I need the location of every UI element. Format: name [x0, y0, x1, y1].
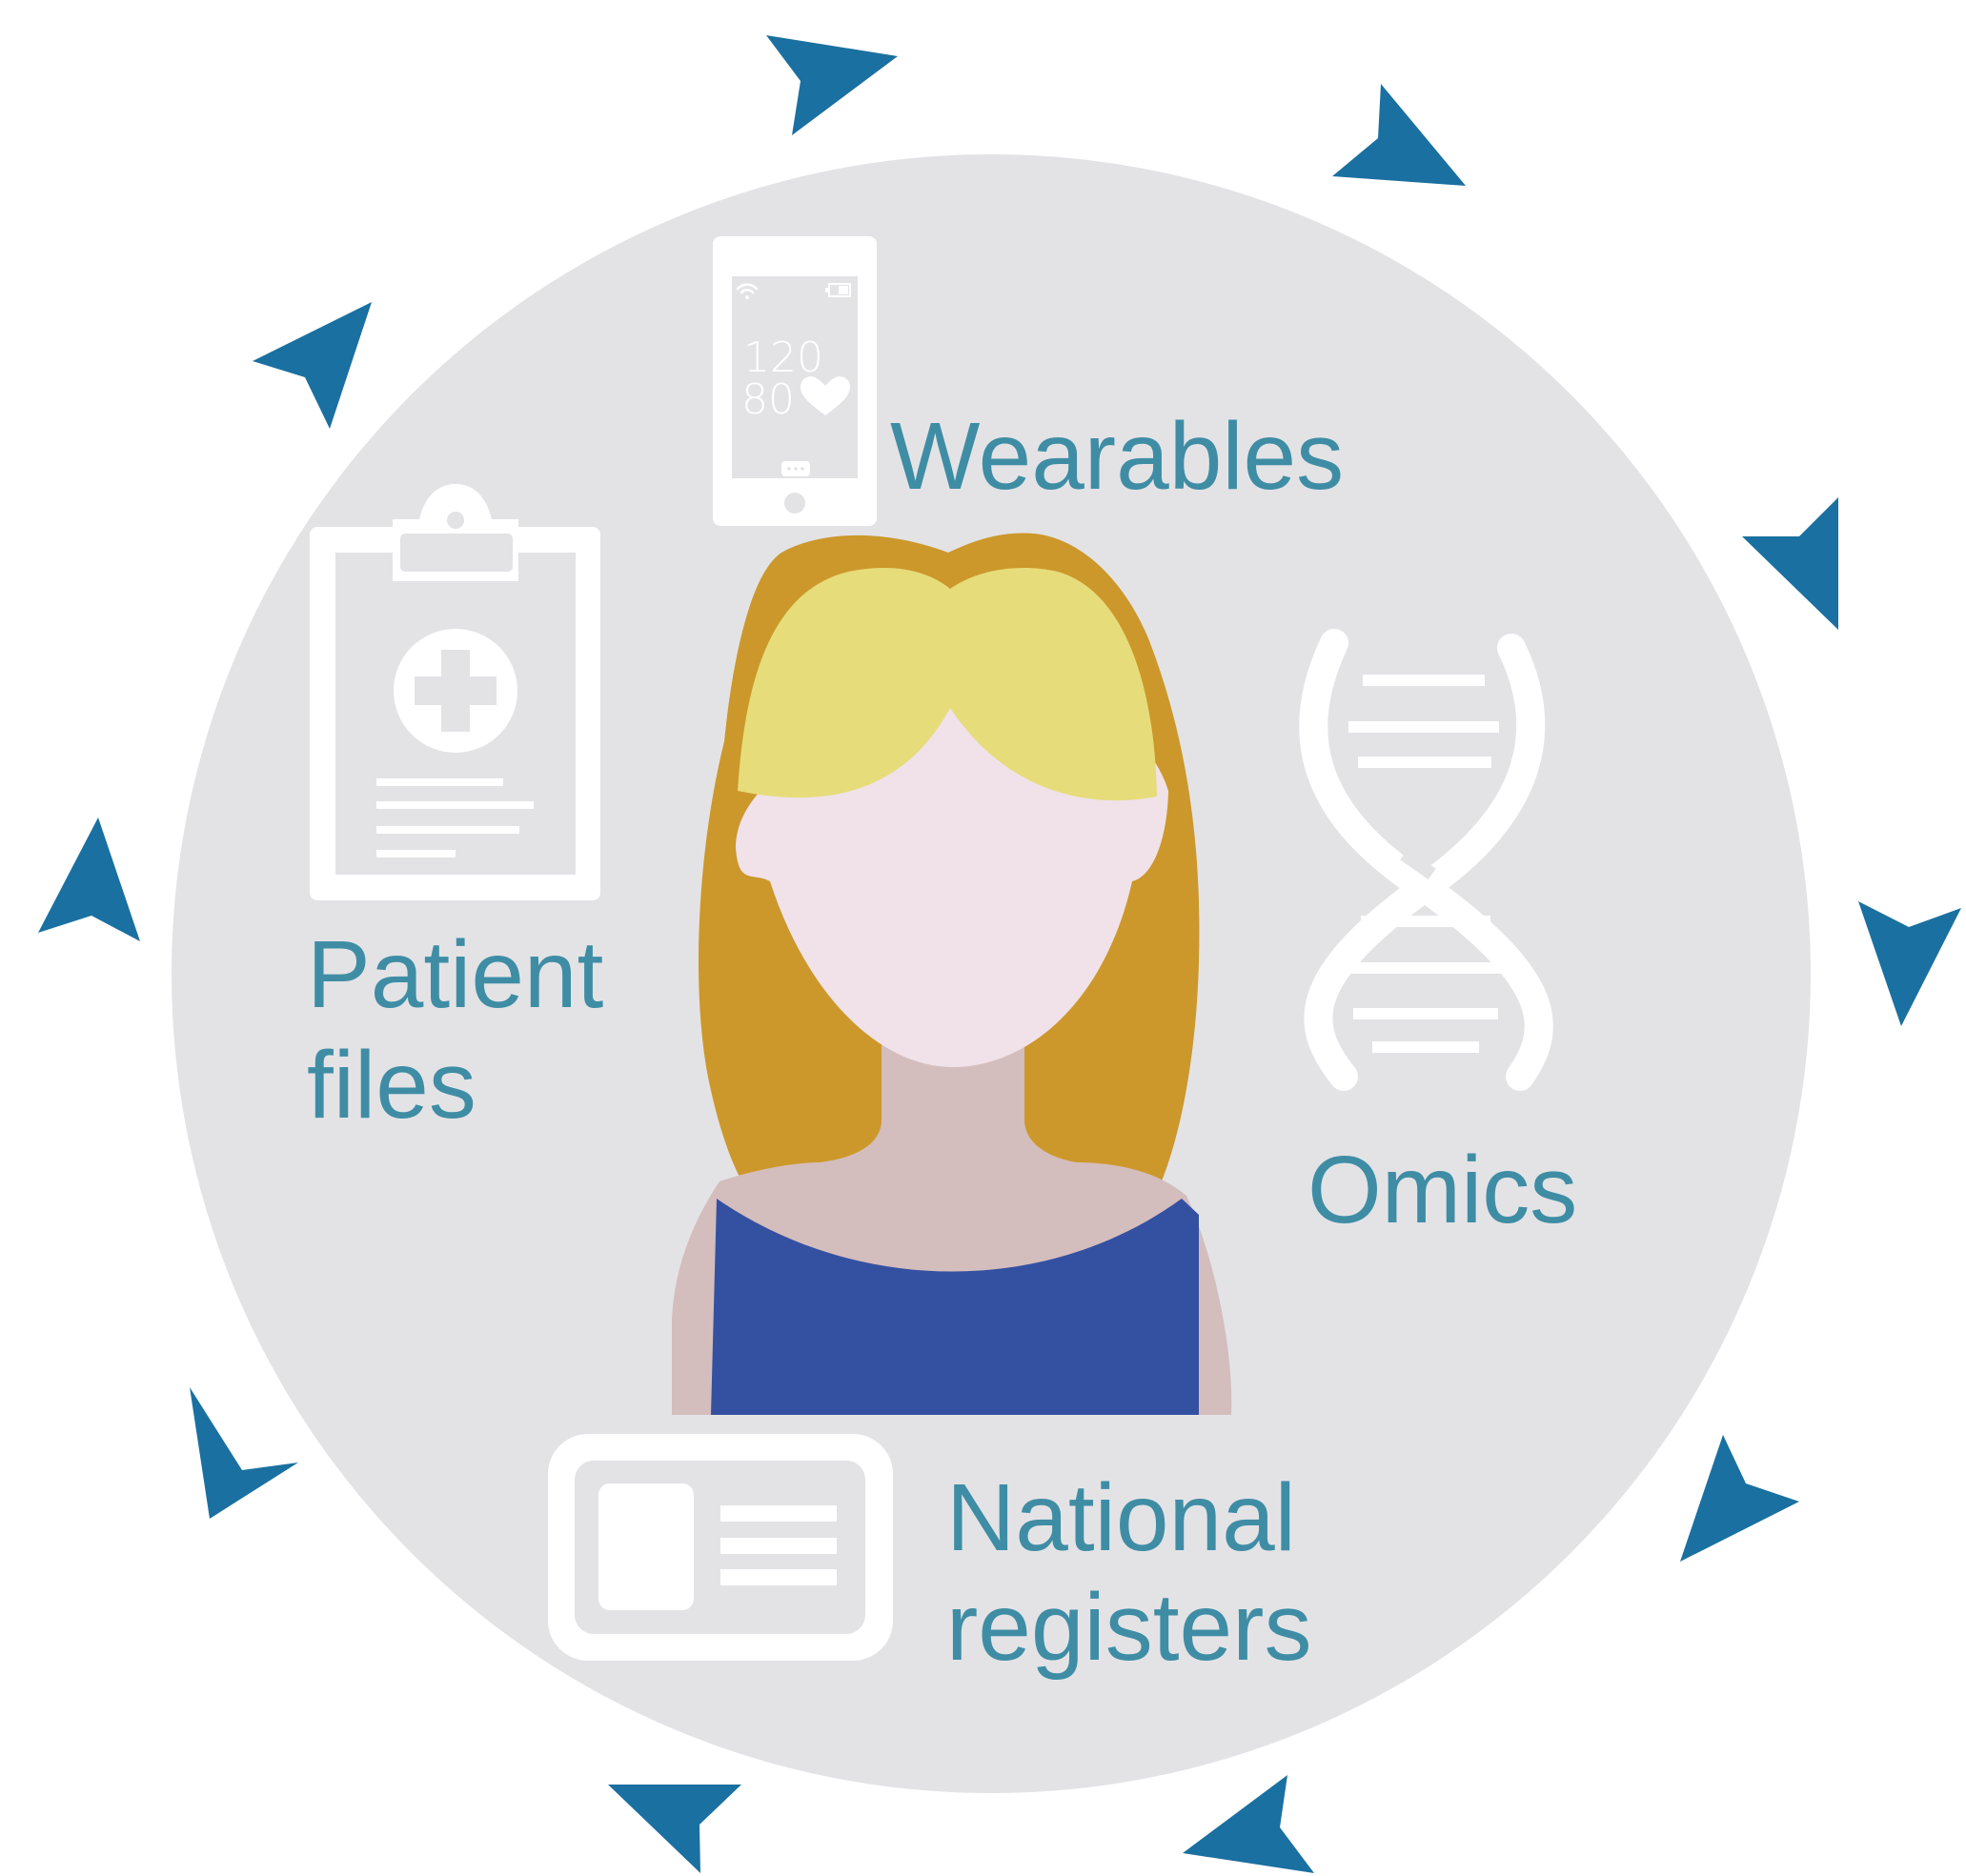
arrowhead-icon — [1858, 901, 1961, 1026]
arrowhead-icon — [190, 1387, 298, 1519]
text-line — [376, 801, 534, 809]
battery-tip — [825, 288, 828, 292]
dna-rungs — [1348, 675, 1503, 1053]
id-card-icon — [548, 1434, 893, 1661]
label-registers-line1: National — [946, 1464, 1296, 1571]
label-registers-line2: registers — [946, 1574, 1311, 1681]
arrowhead-icon — [38, 817, 140, 941]
labels: Wearables Patient files Omics National r… — [307, 403, 1577, 1681]
clipboard-hole — [447, 512, 464, 529]
clipboard-medical-icon — [310, 484, 600, 900]
dna-crossing-gap — [1400, 848, 1436, 880]
medical-cross-icon — [415, 650, 497, 732]
text-line — [376, 826, 519, 834]
phone-home-button — [784, 493, 805, 514]
dna-rung — [1348, 721, 1499, 733]
arrowhead-icon — [1183, 1775, 1314, 1873]
label-wearables: Wearables — [890, 403, 1344, 510]
text-lines — [376, 778, 534, 857]
label-patient-files-line2: files — [307, 1032, 476, 1139]
woman-avatar-icon — [672, 533, 1232, 1415]
dna-rung — [1348, 962, 1503, 974]
dna-rung — [1353, 1008, 1498, 1019]
wifi-icon — [736, 283, 759, 294]
arrowhead-icon — [1742, 497, 1838, 630]
arrowhead-icon — [608, 1785, 741, 1873]
text-line — [376, 850, 456, 857]
label-omics: Omics — [1307, 1137, 1577, 1243]
card-photo — [598, 1483, 694, 1610]
dna-rung — [1358, 756, 1491, 768]
text-line — [376, 778, 503, 786]
systolic-value: 120 — [743, 333, 823, 382]
wifi-dot — [745, 295, 749, 299]
dot — [794, 467, 798, 471]
smartphone-health-icon: 120 80 — [713, 236, 877, 526]
hair-fringe — [738, 568, 1157, 801]
heart-icon — [801, 376, 850, 415]
dna-strands — [1299, 629, 1553, 1091]
card-line — [720, 1569, 837, 1585]
dna-rung — [1363, 675, 1485, 686]
label-patient-files-line1: Patient — [307, 921, 604, 1028]
orbit-arrows — [38, 35, 1961, 1873]
dot — [787, 467, 791, 471]
diastolic-value: 80 — [741, 375, 795, 424]
arrowhead-icon — [766, 35, 898, 135]
arrowhead-icon — [1332, 84, 1466, 186]
battery-level — [839, 286, 848, 294]
battery-icon — [828, 283, 851, 297]
dna-rung — [1372, 1041, 1479, 1053]
dna-helix-icon — [1299, 629, 1553, 1091]
dot — [801, 467, 804, 471]
arrowhead-icon — [253, 302, 372, 429]
arrowhead-icon — [1680, 1435, 1799, 1562]
card-line — [720, 1505, 837, 1522]
card-line — [720, 1538, 837, 1554]
clipboard-clip-inner — [400, 534, 513, 572]
top — [711, 1199, 1199, 1415]
dna-rung — [1361, 916, 1490, 927]
